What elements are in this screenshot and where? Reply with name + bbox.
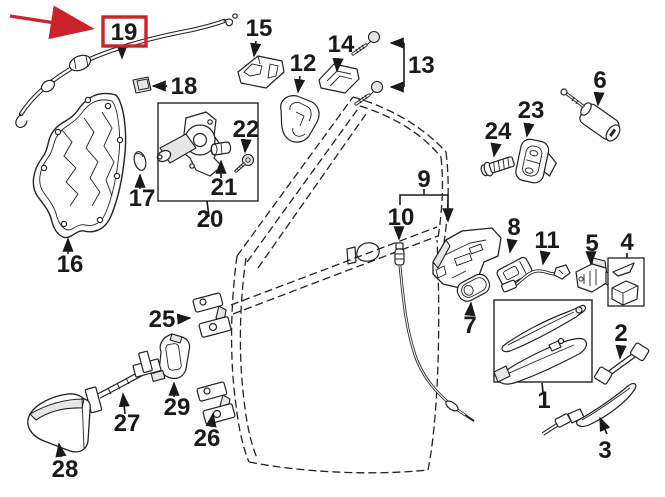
check-strap-27-drawing <box>84 350 166 414</box>
part-label-5: 5 <box>585 230 598 257</box>
cable-10-drawing <box>394 242 475 422</box>
latch-9-drawing <box>432 227 502 289</box>
part-label-2: 2 <box>614 320 627 347</box>
wedge-14-drawing <box>318 63 360 94</box>
part-label-25: 25 <box>149 306 176 333</box>
bracket-2-drawing <box>594 342 650 385</box>
part-label-3: 3 <box>598 437 611 464</box>
lock-cylinder-6-drawing <box>560 88 621 142</box>
part-label-12: 12 <box>290 50 317 77</box>
part-label-23: 23 <box>518 97 545 124</box>
bolt-24-drawing <box>480 156 515 177</box>
part-label-1: 1 <box>537 387 550 414</box>
door-outline-drawing <box>230 96 449 474</box>
part-label-9: 9 <box>417 166 430 193</box>
bolt-22-drawing <box>234 153 255 173</box>
part-label-7: 7 <box>463 312 476 339</box>
part-label-21: 21 <box>211 174 238 201</box>
part-label-10: 10 <box>388 204 415 231</box>
highlight-annotation <box>9 5 148 48</box>
guide-12-drawing <box>280 95 320 143</box>
striker-23-drawing <box>515 138 557 184</box>
bushing-21-drawing <box>210 141 232 156</box>
part-label-13: 13 <box>408 52 435 79</box>
door-handle-cutout <box>346 242 380 265</box>
bracket-15-drawing <box>237 55 285 89</box>
part-label-27: 27 <box>114 410 141 437</box>
hinge-26-drawing <box>196 381 236 425</box>
part-label-4: 4 <box>620 229 634 256</box>
cable-11-drawing <box>501 264 571 293</box>
box-4-drawing <box>607 257 645 307</box>
hinge-25-drawing <box>192 292 232 338</box>
highlight-box <box>101 15 148 48</box>
trim-3-drawing <box>541 383 637 436</box>
part-label-22: 22 <box>233 116 260 143</box>
part-label-18: 18 <box>171 73 198 100</box>
boot-29-drawing <box>158 333 191 380</box>
part-label-16: 16 <box>57 251 84 278</box>
part-label-24: 24 <box>485 118 512 145</box>
part-label-11: 11 <box>534 227 559 254</box>
cover-28-drawing <box>27 393 91 453</box>
handle-box-1-drawing <box>493 299 593 385</box>
part-label-26: 26 <box>194 425 221 452</box>
cap-7-drawing <box>456 273 491 302</box>
part-label-28: 28 <box>52 456 79 483</box>
part-label-6: 6 <box>593 67 606 94</box>
part-label-8: 8 <box>507 214 520 241</box>
part-label-29: 29 <box>164 394 191 421</box>
part-label-15: 15 <box>246 15 273 42</box>
part-label-19: 19 <box>111 19 138 46</box>
part-label-17: 17 <box>129 185 156 212</box>
clip-8-drawing <box>496 256 533 287</box>
motor-box-20-drawing <box>156 102 259 202</box>
highlight-arrow-icon <box>9 5 95 40</box>
screws-13-drawing <box>351 30 384 106</box>
grommet-17-drawing <box>133 151 147 171</box>
clip-18-drawing <box>132 76 152 94</box>
part-label-14: 14 <box>328 31 355 58</box>
part-label-20: 20 <box>197 206 224 233</box>
panel-16-drawing <box>32 92 127 239</box>
leader-arrows <box>55 37 628 458</box>
